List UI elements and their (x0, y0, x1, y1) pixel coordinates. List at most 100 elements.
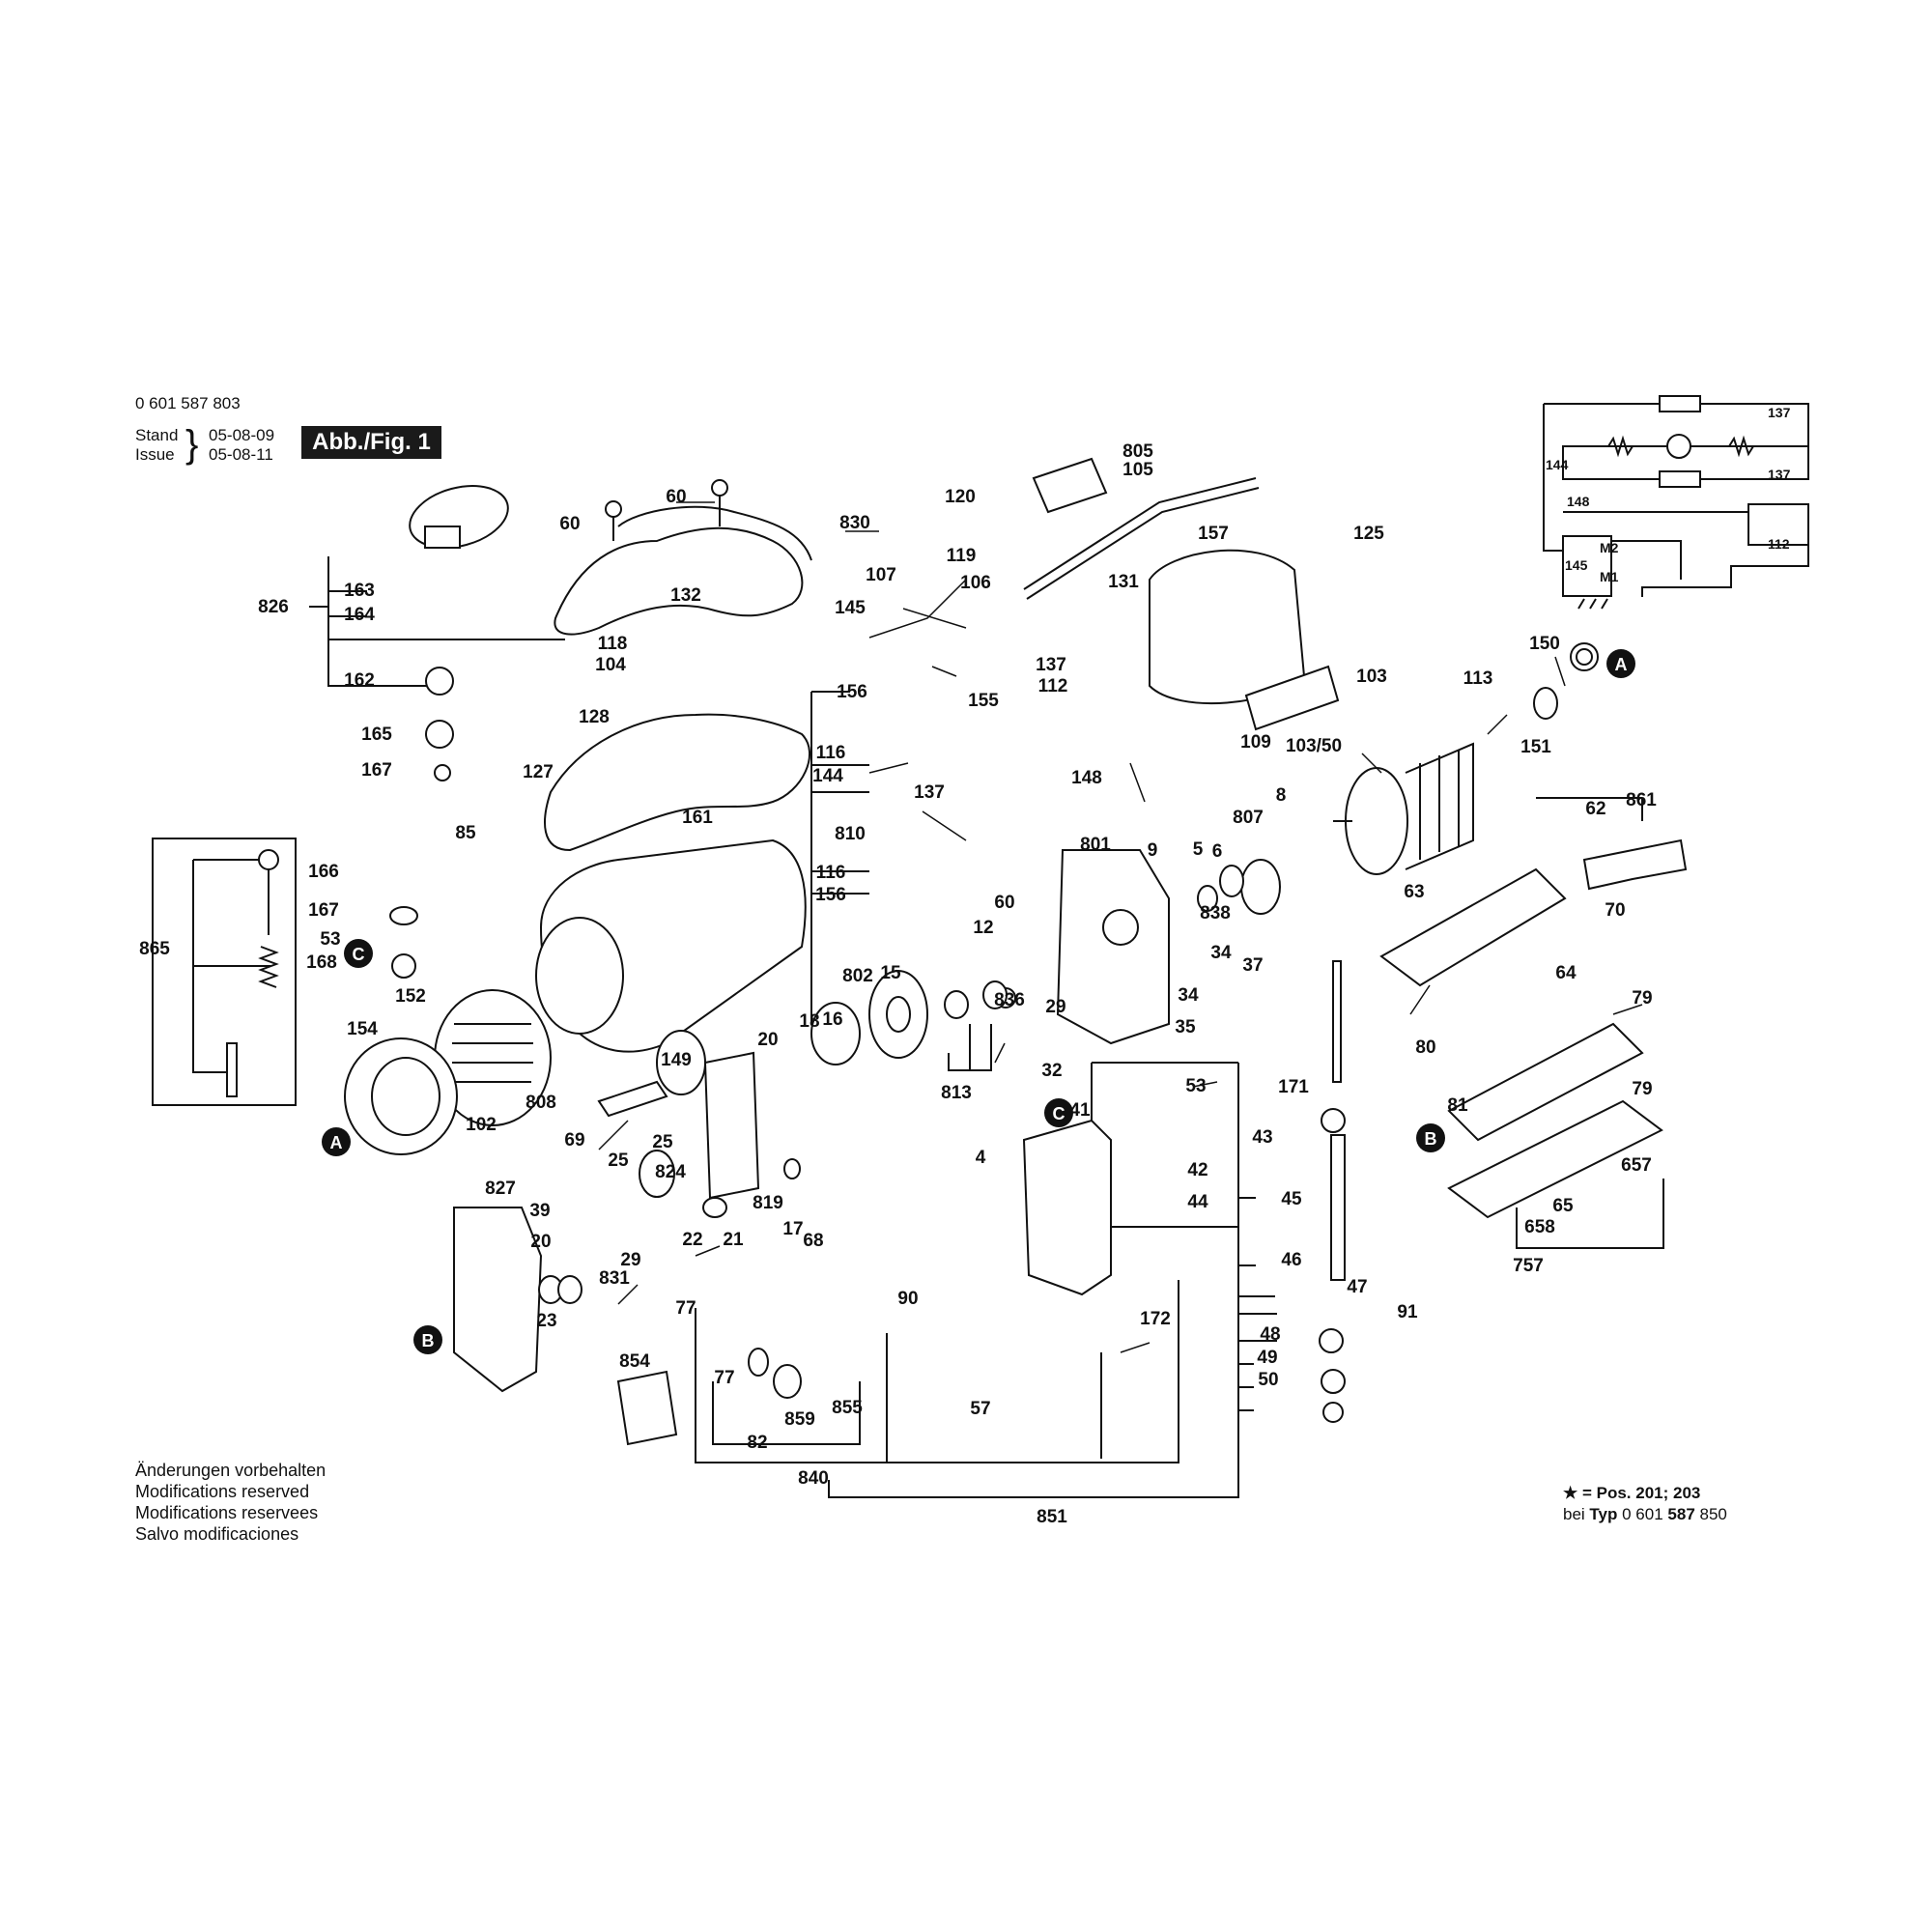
part-label-53: 53 (1185, 1076, 1206, 1096)
part-label-12: 12 (973, 918, 993, 938)
part-label-63: 63 (1404, 882, 1424, 902)
part-label-162: 162 (344, 670, 375, 691)
motor-symbol-icon (1666, 434, 1691, 459)
armature-part (1333, 742, 1474, 875)
part-label-808: 808 (526, 1093, 556, 1113)
part-label-165: 165 (361, 724, 392, 745)
part-label-151: 151 (1520, 737, 1551, 757)
part-label-22: 22 (682, 1230, 702, 1250)
part-label-149: 149 (661, 1050, 692, 1070)
part-label-826: 826 (258, 597, 289, 617)
handle-housing-top (554, 505, 812, 636)
marker-label: A (1615, 655, 1628, 674)
part-label-154: 154 (347, 1019, 378, 1039)
part-label-50: 50 (1258, 1370, 1278, 1390)
part-label-65: 65 (1552, 1196, 1574, 1216)
part-label-132: 132 (670, 585, 701, 606)
part-label-855: 855 (832, 1398, 863, 1418)
part-label-68: 68 (803, 1231, 823, 1251)
switch-box (1562, 535, 1612, 597)
notice-line: Modifications reservees (135, 1503, 319, 1522)
part-label-171: 171 (1278, 1077, 1309, 1097)
part-label-127: 127 (523, 762, 554, 782)
part-label-167: 167 (361, 760, 392, 781)
part-label-85: 85 (455, 823, 476, 843)
part-label-836: 836 (994, 990, 1025, 1010)
issue-label: Issue (135, 445, 175, 464)
part-label-60: 60 (666, 487, 686, 507)
part-70 (1582, 838, 1688, 891)
part-label-168: 168 (306, 952, 337, 973)
part-label-77: 77 (714, 1368, 734, 1388)
marker-a-left: A (322, 1127, 351, 1156)
bracket-840 (828, 1063, 1277, 1498)
bracket-161-group (810, 691, 869, 1024)
part-label-137: 137 (914, 782, 945, 803)
part-label-104: 104 (595, 655, 626, 675)
part-label-805: 805 (1122, 441, 1153, 462)
notice-line: Modifications reserved (135, 1482, 310, 1501)
part-label-77: 77 (675, 1298, 696, 1319)
part-label-658: 658 (1524, 1217, 1555, 1237)
part-label-757: 757 (1513, 1256, 1544, 1276)
part-label-109: 109 (1240, 732, 1271, 753)
resistor-icon (1659, 395, 1701, 412)
wiring-label: 137 (1768, 467, 1791, 482)
part-label-81: 81 (1447, 1095, 1468, 1116)
part-label-43: 43 (1252, 1127, 1272, 1148)
marker-label: C (353, 945, 365, 964)
part-label-807: 807 (1233, 808, 1264, 828)
part-label-145: 145 (835, 598, 866, 618)
part-label-21: 21 (723, 1230, 744, 1250)
part-label-167: 167 (308, 900, 339, 921)
issue-date: 05-08-11 (209, 445, 273, 464)
part-label-131: 131 (1108, 572, 1139, 592)
part-82 (616, 1370, 678, 1446)
figure-label: Abb./Fig. 1 (301, 426, 441, 459)
part-label-20: 20 (530, 1232, 551, 1252)
marker-label: A (330, 1133, 343, 1152)
bracket-757 (1516, 1179, 1664, 1249)
stator-housing-157 (1149, 549, 1306, 705)
part-label-819: 819 (753, 1193, 783, 1213)
wiring-label: 148 (1567, 494, 1590, 509)
star-note: ★ = Pos. 201; 203 (1563, 1484, 1701, 1502)
pin-part (226, 849, 279, 1097)
bei-text: bei (1563, 1505, 1585, 1523)
part-label-801: 801 (1080, 835, 1111, 855)
part-label-29: 29 (1045, 997, 1065, 1017)
part-label-79: 79 (1632, 988, 1652, 1009)
part-label-150: 150 (1529, 634, 1560, 654)
part-label-9: 9 (1148, 840, 1158, 861)
part-label-6: 6 (1212, 841, 1223, 862)
part-label-802: 802 (842, 966, 873, 986)
part-label-41: 41 (1069, 1100, 1091, 1121)
part-label-831: 831 (599, 1268, 630, 1289)
position-note: ★ = Pos. 201; 203 bei Typ 0 601 587 850 (1563, 1483, 1727, 1525)
power-cord (1023, 477, 1260, 600)
part-label-854: 854 (619, 1351, 650, 1372)
notice-line: Salvo modificaciones (135, 1524, 299, 1544)
part-label-18: 18 (799, 1011, 819, 1032)
part-label-37: 37 (1242, 955, 1263, 976)
bracket-part-22 (703, 1051, 760, 1200)
part-label-35: 35 (1175, 1017, 1196, 1037)
part-label-64: 64 (1555, 963, 1577, 983)
part-label-48: 48 (1260, 1324, 1280, 1345)
part-label-4: 4 (976, 1148, 986, 1168)
part-label-156: 156 (837, 682, 867, 702)
type-note: bei Typ 0 601 587 850 (1563, 1504, 1727, 1525)
typ-prefix: 0 601 (1622, 1505, 1663, 1523)
part-label-161: 161 (682, 808, 713, 828)
part-label-166: 166 (308, 862, 339, 882)
part-label-42: 42 (1187, 1160, 1208, 1180)
cover-plate-39 (453, 1207, 543, 1393)
part-label-137: 137 (1036, 655, 1066, 675)
part-label-25: 25 (608, 1151, 629, 1171)
part-number: 0 601 587 803 (135, 394, 241, 412)
part-label-157: 157 (1198, 524, 1229, 544)
flat-part-120 (1032, 457, 1108, 514)
part-label-80: 80 (1415, 1037, 1435, 1058)
wiring-label: 144 (1546, 457, 1569, 472)
